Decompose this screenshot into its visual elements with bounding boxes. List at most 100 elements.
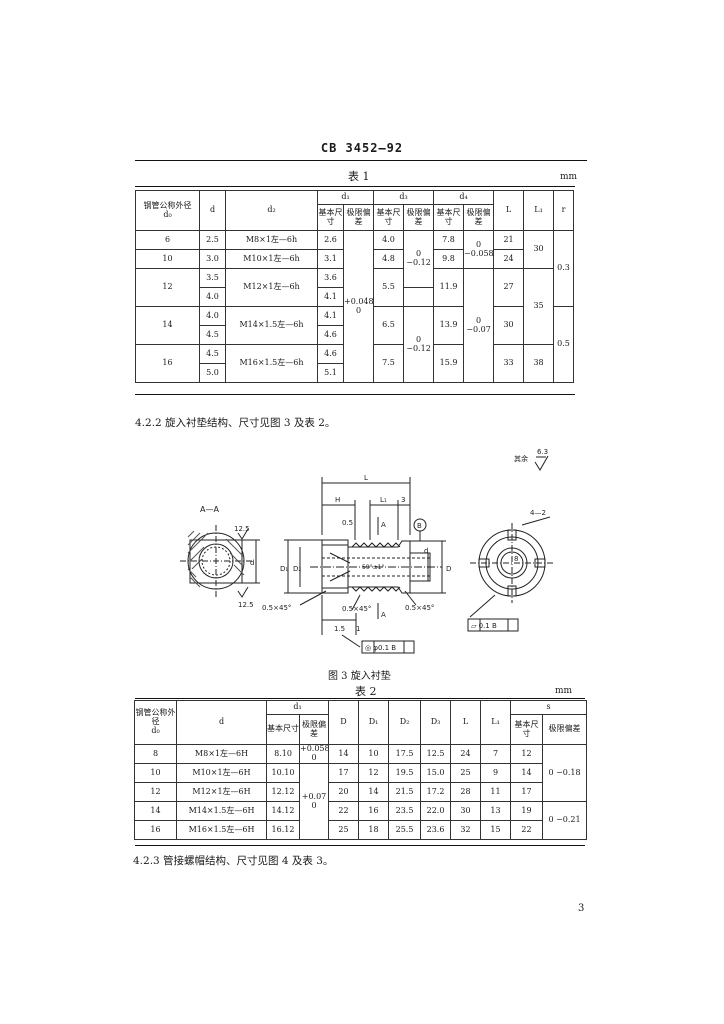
t2-header-s: s	[510, 700, 588, 715]
fig3-roughness-b: 12.5	[238, 601, 254, 609]
t2-cell: 16	[134, 820, 177, 840]
t1-cell: 27	[493, 268, 525, 307]
t1-cell: 2.6	[317, 230, 344, 250]
t2-cell: 22	[328, 801, 360, 821]
t2-header-D2: D₂	[388, 700, 422, 745]
t2-cell: 7	[480, 744, 512, 764]
t1-cell: 4.0	[199, 287, 226, 307]
t1-L1-c: 38	[523, 344, 555, 383]
table2-bottom-rule	[135, 845, 585, 846]
t1-cell: 4.6	[317, 344, 344, 364]
t1-cell: 5.1	[317, 363, 344, 383]
section-4-2-3: 4.2.3 管接螺帽结构、尺寸见图 4 及表 3。	[133, 855, 334, 867]
t2-cell: 30	[450, 801, 482, 821]
t2-cell: 17.2	[420, 782, 452, 802]
t2-header-L1: L₁	[480, 700, 512, 745]
roughness-symbol	[534, 455, 549, 471]
t2-cell: 19	[510, 801, 544, 821]
t2-header-D1: D₁	[358, 700, 390, 745]
t2-cell: 15.0	[420, 763, 452, 783]
fig3-chamfer-right: 0.5×45°	[405, 604, 434, 612]
t2-cell: 12	[134, 782, 177, 802]
table1-caption: 表 1	[348, 170, 370, 183]
t2-cell: 14	[328, 744, 360, 764]
t1-cell: 14	[135, 306, 200, 345]
section-view-a-a	[180, 525, 260, 598]
t1-cell: 6	[135, 230, 200, 250]
t1-cell: 7.5	[373, 344, 405, 383]
t2-cell: 14	[510, 763, 544, 783]
t2-d1-deviation-a: +0.058 0	[298, 744, 330, 764]
t1-cell: 13.9	[433, 306, 465, 345]
fig3-datum-B: B	[417, 522, 422, 530]
fig3-tol-coax: ◎ φ0.1 B	[365, 644, 396, 652]
t1-cell: 7.8	[433, 230, 465, 250]
t1-cell: 4.0	[199, 306, 226, 326]
t1-d4-deviation-a: 0 −0.058	[463, 230, 495, 269]
t2-h-limdev: 极限偏差	[298, 714, 330, 745]
t2-header-L: L	[450, 700, 482, 745]
t1-cell: 4.8	[373, 249, 405, 269]
t2-h-basic: 基本尺寸	[266, 714, 300, 745]
t2-cell: 10.10	[266, 763, 300, 783]
fig3-chamfer-mid: 0.5×45°	[342, 605, 371, 613]
fig3-roughness-a: 12.5	[234, 525, 250, 533]
t2-header-d1: d₁	[265, 700, 330, 715]
t2-cell: 25.5	[388, 820, 422, 840]
t2-cell: 22.0	[420, 801, 452, 821]
fig3-dim-L1: L₁	[380, 496, 387, 504]
t2-header-D3: D₃	[420, 700, 452, 745]
t2-cell: 12.12	[266, 782, 300, 802]
t2-cell: M8×1左—6H	[176, 744, 267, 764]
t2-cell: 28	[450, 782, 482, 802]
t1-header-r: r	[553, 190, 575, 231]
t1-cell: 4.5	[199, 325, 226, 345]
t1-cell: M8×1左—6h	[225, 230, 318, 250]
t2-cell: 12	[358, 763, 390, 783]
t1-L1-b: 35	[523, 268, 555, 345]
t2-cell: 8	[134, 744, 177, 764]
t1-cell: 5.0	[199, 363, 226, 383]
t1-cell: 11.9	[433, 268, 465, 307]
fig3-dim-H: H	[335, 496, 340, 504]
t2-cell: 25	[328, 820, 360, 840]
section-4-2-2: 4.2.2 旋入衬垫结构、尺寸见图 3 及表 2。	[135, 417, 336, 429]
t1-h-basic: 基本尺寸	[373, 204, 405, 231]
fig3-dim-D: D	[446, 565, 451, 573]
t2-cell: 13	[480, 801, 512, 821]
fig3-dim-D2: D₂	[293, 565, 301, 573]
t2-cell: 23.5	[388, 801, 422, 821]
t1-cell: 12	[135, 268, 200, 307]
fig3-dim-8: 8	[514, 555, 518, 563]
t2-cell: 17	[328, 763, 360, 783]
fig3-chamfer-left: 0.5×45°	[262, 604, 291, 612]
t1-cell: 9.8	[433, 249, 465, 269]
table1-unit: mm	[560, 172, 578, 182]
t1-cell: 4.5	[199, 344, 226, 364]
t1-cell: 15.9	[433, 344, 465, 383]
header-rule	[135, 160, 587, 161]
table1-top-rule	[135, 186, 575, 187]
t2-s-deviation-a: 0 −0.18	[542, 744, 588, 802]
t2-cell: 25	[450, 763, 482, 783]
t1-header-d4: d₄	[433, 190, 495, 205]
fig3-dim-1: 1	[356, 625, 360, 633]
t1-header-d2: d₂	[225, 190, 318, 231]
t1-cell: 33	[493, 344, 525, 383]
fig3-surface-mark: 其余	[514, 454, 528, 463]
t1-h-limdev: 极限偏差	[463, 204, 495, 231]
t2-cell: 16	[358, 801, 390, 821]
t1-cell: 3.5	[199, 268, 226, 288]
t2-h-limdev: 极限偏差	[542, 714, 588, 745]
t1-cell: M12×1左—6h	[225, 268, 318, 307]
t1-cell: 4.6	[317, 325, 344, 345]
t2-cell: 19.5	[388, 763, 422, 783]
t2-s-deviation-b: 0 −0.21	[542, 801, 588, 840]
t2-cell: 12	[510, 744, 544, 764]
t1-cell: M16×1.5左—6h	[225, 344, 318, 383]
t1-cell: 4.0	[373, 230, 405, 250]
t1-h-limdev: 极限偏差	[403, 204, 435, 231]
